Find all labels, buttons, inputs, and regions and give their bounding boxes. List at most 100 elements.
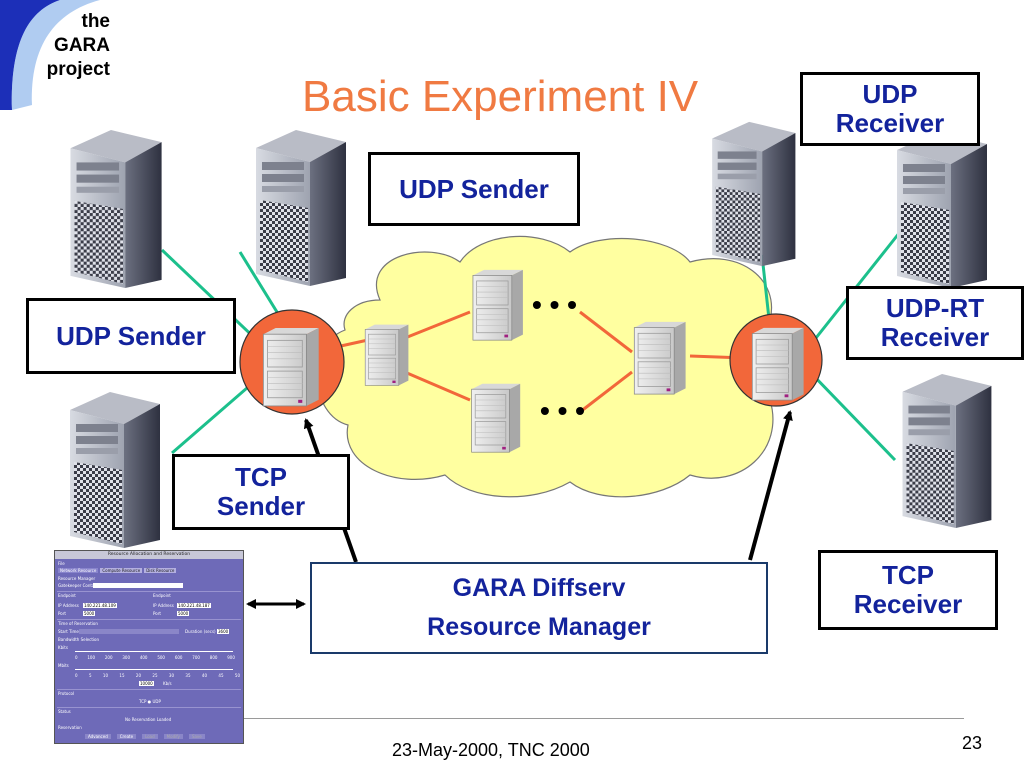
resource-manager-box: GARA Diffserv Resource Manager	[310, 562, 768, 654]
ip-left-label: IP Address	[58, 603, 79, 608]
port-right-label: Port	[153, 611, 161, 616]
tcp-receiver-line1: TCP	[882, 560, 934, 591]
tab-network-resource[interactable]: Network Resource	[58, 568, 99, 573]
tcp-sender-line1: TCP	[235, 462, 287, 493]
tab-disk-resource[interactable]: Disk Resource	[144, 568, 177, 573]
reservation-buttons: Advanced Create Load Modify Save	[85, 734, 205, 739]
port-left-label: Port	[58, 611, 66, 616]
endpoint-left-label: Endpoint	[58, 593, 76, 598]
mbits-tick-3: 15	[119, 673, 125, 678]
tab-compute-resource[interactable]: Compute Resource	[100, 568, 143, 573]
ip-left-field[interactable]: 140.221.48.109	[83, 603, 117, 608]
duration-field[interactable]: 3600	[217, 629, 230, 634]
slide-title: Basic Experiment IV	[302, 72, 699, 121]
mbits-tick-1: 5	[88, 673, 92, 678]
mbits-label: Mbits	[58, 663, 69, 668]
separator	[57, 591, 241, 592]
mbits-tick-0: 0	[75, 673, 78, 678]
left-edge-router	[262, 327, 320, 407]
udp-receiver-line2: Receiver	[835, 108, 945, 138]
footer-date: 23-May-2000, TNC 2000	[392, 740, 590, 760]
bandwidth-value-field[interactable]: 10000	[139, 681, 154, 686]
udp-sender-left-text: UDP Sender	[56, 320, 206, 351]
modify-button[interactable]: Modify	[163, 734, 183, 739]
section-resource-manager: Resource Manager	[58, 576, 96, 581]
kbits-slider[interactable]	[75, 651, 233, 652]
mbits-tick-7: 35	[185, 673, 191, 678]
create-button[interactable]: Create	[116, 734, 137, 739]
kbits-tick-2: 200	[104, 655, 113, 660]
udp-sender-top-label: UDP Sender	[368, 152, 580, 226]
arrow-to-right-edge	[748, 410, 793, 561]
udp-receiver-tower	[712, 121, 796, 267]
mbits-tick-10: 50	[234, 673, 240, 678]
protocol-options[interactable]: TCP ● UDP	[139, 699, 161, 704]
network-cloud	[316, 235, 793, 498]
mbits-tick-6: 30	[168, 673, 174, 678]
section-reservation: Reservation	[58, 725, 82, 730]
udp-sender-top-text: UDP Sender	[399, 173, 549, 204]
ip-right-field[interactable]: 140.221.48.187	[177, 603, 211, 608]
udp-rt-receiver-tower	[897, 132, 987, 288]
udp-receiver-label: UDP Receiver	[800, 72, 980, 146]
separator	[57, 707, 241, 708]
core-router-right	[633, 321, 687, 395]
separator	[57, 689, 241, 690]
mbits-tick-5: 25	[152, 673, 158, 678]
kbits-tick-1: 100	[87, 655, 96, 660]
mbits-tick-9: 45	[218, 673, 224, 678]
window-title: Resource Allocation and Reservation	[55, 551, 243, 559]
kbits-tick-4: 400	[139, 655, 148, 660]
udp-rt-receiver-line2: Receiver	[880, 322, 990, 352]
start-time-fields[interactable]	[79, 629, 179, 634]
logo-swoosh	[0, 0, 100, 110]
kbits-tick-7: 700	[192, 655, 200, 660]
core-router-bottom	[471, 383, 521, 453]
logo-line-gara: GARA	[54, 35, 110, 56]
port-right-field[interactable]: 5000	[177, 611, 190, 616]
core-router-left	[364, 324, 409, 386]
kbits-tick-3: 300	[122, 655, 130, 660]
mbits-ticks: 0 5 10 15 20 25 30 35 40 45 50	[75, 673, 240, 678]
core-router-top	[472, 269, 524, 341]
section-protocol: Protocol	[58, 691, 75, 696]
tcp-sender-label: TCP Sender	[172, 454, 350, 530]
kbits-tick-8: 800	[209, 655, 218, 660]
separator	[57, 619, 241, 620]
mbits-tick-2: 10	[102, 673, 108, 678]
footer-divider	[244, 718, 964, 719]
kbits-label: Kbits	[58, 645, 68, 650]
save-button[interactable]: Save	[188, 734, 205, 739]
sender-tower-top-mid	[256, 130, 346, 286]
resource-manager-line2: Resource Manager	[427, 613, 651, 641]
udp-rt-receiver-line1: UDP-RT	[885, 293, 985, 324]
mbits-tick-8: 40	[201, 673, 207, 678]
advanced-button[interactable]: Advanced	[85, 734, 111, 739]
tcp-sender-line2: Sender	[216, 491, 306, 521]
mbits-tick-4: 20	[135, 673, 141, 678]
page-number: 23	[962, 733, 983, 753]
kbits-tick-9: 900	[227, 655, 235, 660]
window-menu-file[interactable]: File	[58, 561, 65, 566]
ip-right-label: IP Address	[153, 603, 174, 608]
section-status: Status	[58, 709, 71, 714]
gatekeeper-field[interactable]	[93, 583, 183, 588]
section-bandwidth: Bandwidth Selection	[58, 637, 99, 642]
duration-label: Duration (secs)	[185, 629, 216, 634]
ellipsis-top: • • •	[532, 289, 577, 320]
status-text: No Reservation Loaded	[125, 717, 172, 722]
resource-manager-line1: GARA Diffserv	[452, 574, 626, 603]
tcp-receiver-label: TCP Receiver	[818, 550, 998, 630]
mbits-slider[interactable]	[75, 669, 233, 670]
logo: the GARA project	[14, 10, 110, 82]
load-button[interactable]: Load	[142, 734, 158, 739]
port-left-field[interactable]: 5000	[83, 611, 96, 616]
logo-line-the: the	[81, 11, 111, 32]
logo-line-project: project	[46, 59, 110, 80]
tcp-sender-tower	[70, 392, 160, 548]
ellipsis-bottom: • • •	[540, 395, 585, 426]
tcp-receiver-tower	[902, 373, 992, 529]
udp-rt-receiver-label: UDP-RT Receiver	[846, 286, 1024, 360]
kbits-tick-0: 0	[75, 655, 78, 660]
